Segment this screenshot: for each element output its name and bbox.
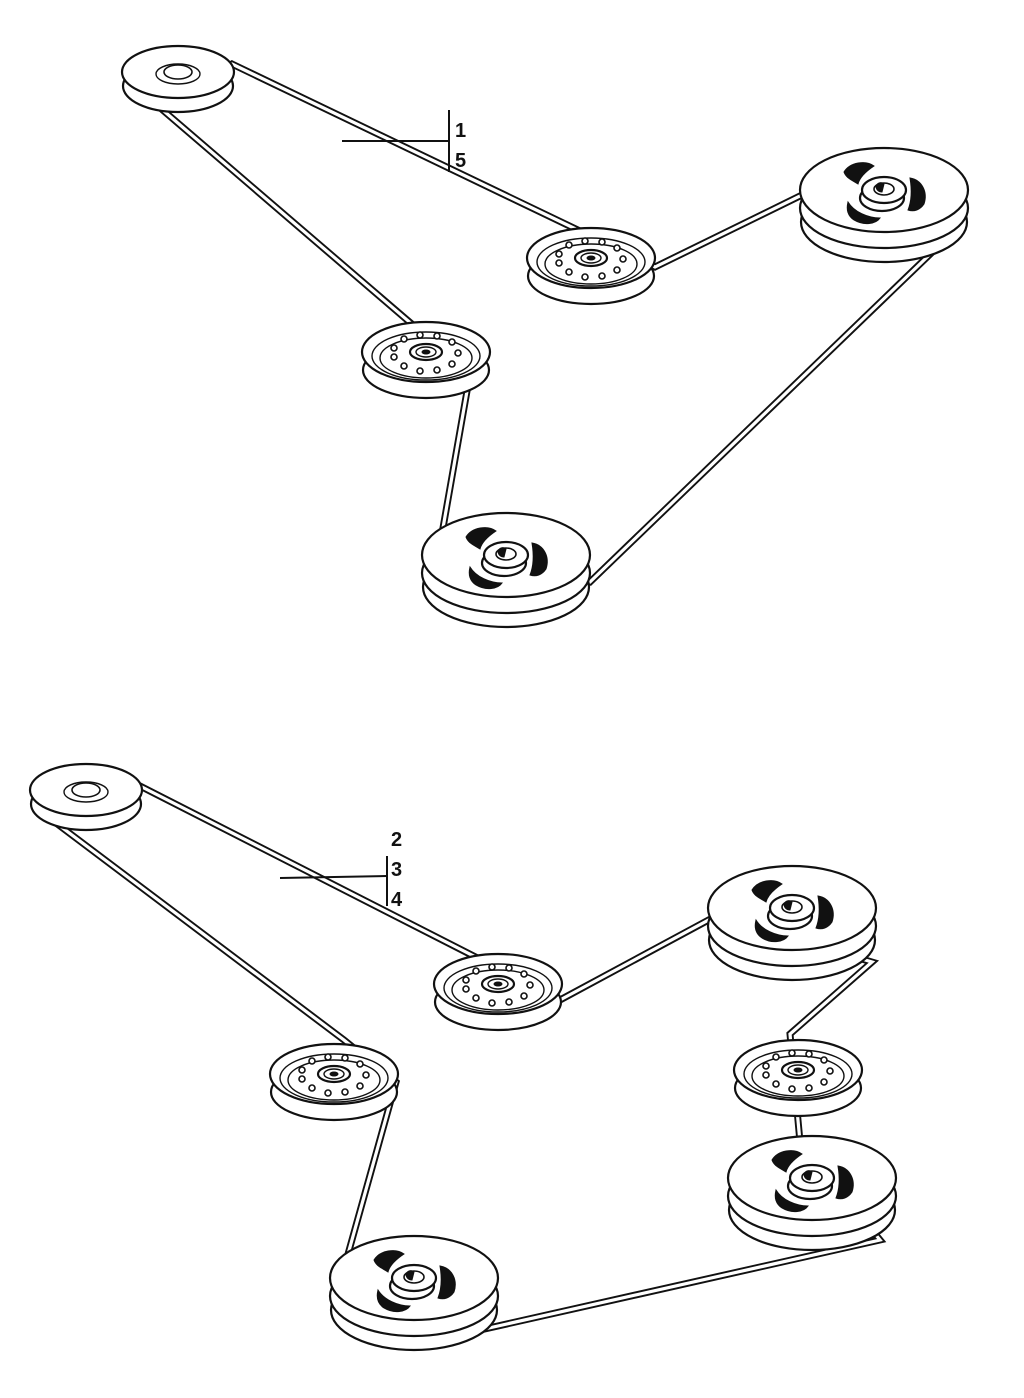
belt-layout-upper: 1 5 bbox=[120, 44, 970, 629]
drive-pulley bbox=[120, 44, 236, 114]
idler-pulley bbox=[732, 1038, 864, 1118]
idler-pulley bbox=[525, 226, 657, 306]
callout-label: 2 bbox=[391, 829, 402, 851]
callout-label: 3 bbox=[391, 859, 402, 881]
idler-pulley bbox=[432, 952, 564, 1032]
idler-pulley bbox=[360, 320, 492, 400]
callout-group-lower: 2 3 4 bbox=[279, 829, 403, 911]
spindle-pulley bbox=[798, 146, 970, 264]
callout-group-upper: 1 5 bbox=[342, 110, 466, 172]
callout-label: 5 bbox=[455, 150, 466, 172]
spindle-pulley bbox=[706, 864, 878, 982]
spindle-pulley bbox=[726, 1134, 898, 1252]
spindle-pulley bbox=[420, 511, 592, 629]
callout-label: 4 bbox=[391, 889, 403, 911]
drive-belt bbox=[151, 60, 957, 586]
spindle-pulley bbox=[328, 1234, 500, 1352]
callout-label: 1 bbox=[455, 120, 466, 142]
idler-pulley bbox=[268, 1042, 400, 1122]
belt-layout-lower: 2 3 4 bbox=[28, 762, 898, 1352]
drive-pulley bbox=[28, 762, 144, 832]
